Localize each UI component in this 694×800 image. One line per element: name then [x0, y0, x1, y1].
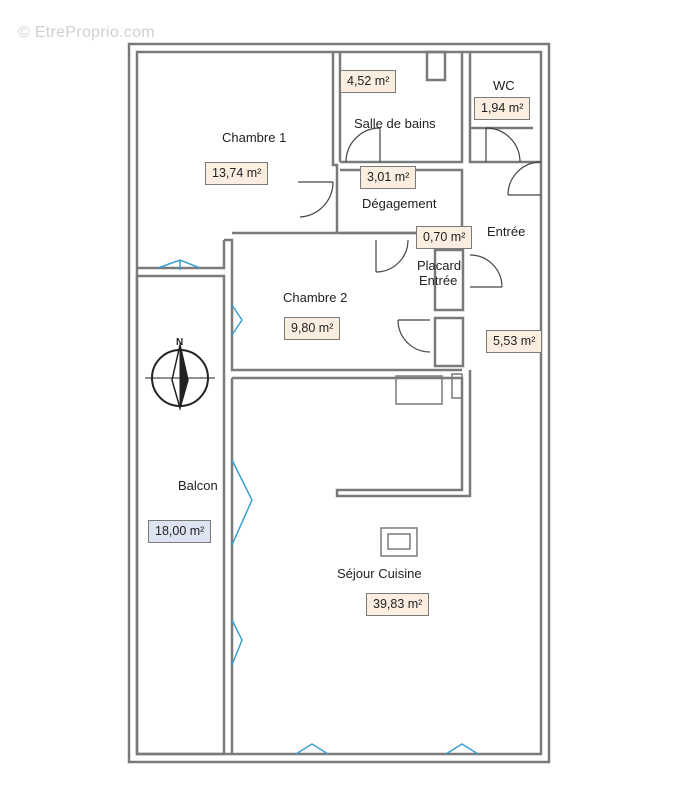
- area-balcon: 18,00 m²: [148, 520, 212, 543]
- room-name-chambre1: Chambre 1: [222, 130, 287, 145]
- room-name-salle-de-bains: Salle de bains: [354, 116, 436, 131]
- room-name-wc: WC: [493, 78, 515, 93]
- room-name-placard-entree: Entrée: [419, 273, 458, 288]
- room-name-placard: Placard: [417, 258, 462, 273]
- compass: [145, 343, 215, 411]
- room-name-balcon: Balcon: [178, 478, 218, 493]
- area-wc: 1,94 m²: [474, 97, 531, 120]
- watermark: © EtreProprio.com: [18, 24, 155, 41]
- room-name-sejour-cuisine: Séjour Cuisine: [337, 566, 422, 581]
- area-entree: 5,53 m²: [486, 330, 543, 353]
- area-sejour-cuisine: 39,83 m²: [366, 593, 430, 616]
- room-name-degagement: Dégagement: [362, 196, 437, 211]
- room-name-entree: Entrée: [487, 224, 526, 239]
- area-chambre2: 9,80 m²: [284, 317, 341, 340]
- room-name-chambre2: Chambre 2: [283, 290, 348, 305]
- area-salle-de-bains: 4,52 m²: [340, 70, 397, 93]
- compass-north-label: N: [176, 337, 184, 348]
- area-placard-entree: 0,70 m²: [416, 226, 473, 249]
- area-degagement: 3,01 m²: [360, 166, 417, 189]
- area-chambre1: 13,74 m²: [205, 162, 269, 185]
- doors: [298, 127, 542, 353]
- windows: [157, 259, 479, 755]
